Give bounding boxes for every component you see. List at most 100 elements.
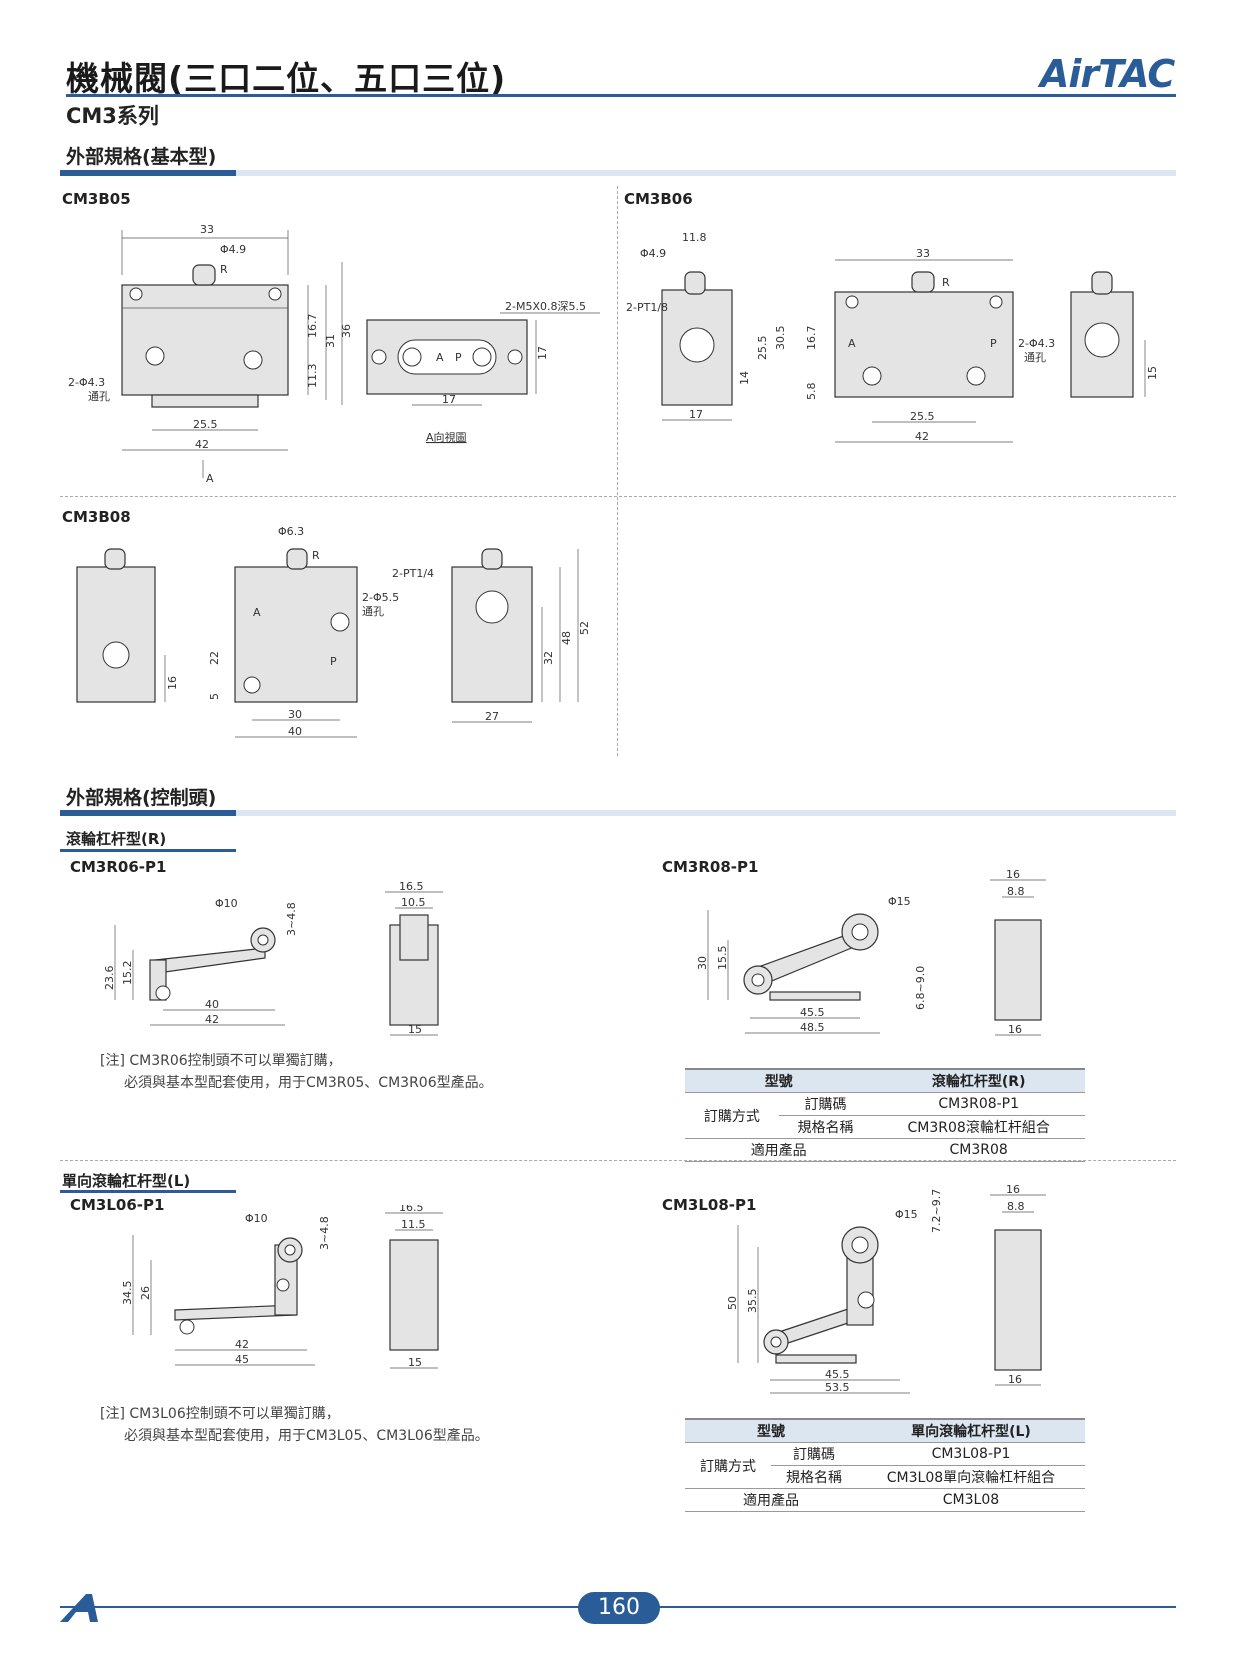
- svg-text:48: 48: [560, 631, 573, 645]
- cm3r06-note: [注] CM3R06控制頭不可以單獨訂購， 必須與基本型配套使用，用于CM3R0…: [100, 1053, 493, 1091]
- svg-text:Φ10: Φ10: [215, 897, 238, 910]
- airtac-a-icon: [60, 1594, 98, 1622]
- svg-text:P: P: [455, 351, 462, 364]
- svg-text:34.5: 34.5: [121, 1281, 134, 1306]
- page-title: 機械閥(三口二位、五口三位): [66, 59, 507, 98]
- divider-horizontal-2: [60, 1160, 1176, 1161]
- svg-text:50: 50: [726, 1296, 739, 1310]
- svg-text:45: 45: [235, 1353, 249, 1366]
- svg-text:45.5: 45.5: [825, 1368, 850, 1381]
- svg-text:Φ4.9: Φ4.9: [640, 247, 666, 260]
- svg-text:42: 42: [195, 438, 209, 451]
- svg-text:Φ15: Φ15: [895, 1208, 918, 1221]
- divider-vertical: [617, 186, 618, 756]
- subsection-oneway-lever: 單向滾輪杠杆型(L): [62, 1172, 191, 1190]
- svg-text:15: 15: [408, 1356, 422, 1369]
- dim-text: 33: [200, 223, 214, 236]
- svg-text:2-M5X0.8深5.5: 2-M5X0.8深5.5: [505, 300, 586, 313]
- cm3b05-plunger: [192, 264, 216, 286]
- svg-text:2-Φ5.5: 2-Φ5.5: [362, 591, 399, 604]
- svg-text:8.8: 8.8: [1007, 1200, 1025, 1213]
- svg-text:16.5: 16.5: [399, 1205, 424, 1214]
- svg-text:16: 16: [1008, 1023, 1022, 1036]
- svg-text:17: 17: [689, 408, 703, 421]
- svg-text:Φ10: Φ10: [245, 1212, 268, 1225]
- svg-text:36: 36: [340, 324, 353, 338]
- section-basic-title: 外部規格(基本型): [66, 146, 217, 168]
- svg-text:6.8~9.0: 6.8~9.0: [914, 966, 927, 1010]
- svg-text:23.6: 23.6: [103, 966, 116, 991]
- svg-text:R: R: [942, 276, 950, 289]
- svg-text:52: 52: [578, 621, 591, 635]
- svg-text:A: A: [436, 351, 444, 364]
- cm3l08-drawing: Φ15 7.2~9.7 50 35.5 45.5 53.5 16 8.8 16: [726, 1185, 1046, 1394]
- page-number: 160: [578, 1592, 660, 1624]
- svg-text:2-Φ4.3: 2-Φ4.3: [1018, 337, 1055, 350]
- model-cm3l08: CM3L08-P1: [662, 1196, 757, 1214]
- svg-text:5.8: 5.8: [805, 383, 818, 401]
- svg-text:14: 14: [738, 371, 751, 385]
- svg-text:16.5: 16.5: [399, 880, 424, 893]
- cm3b05-drawing: 33 Φ4.9 R 16.7 31 36 11.3 2-Φ4.3 通孔 25.5…: [68, 223, 600, 485]
- svg-text:17: 17: [536, 346, 549, 360]
- svg-text:30: 30: [288, 708, 302, 721]
- svg-text:16: 16: [1006, 1185, 1020, 1196]
- cm3l06-drawing: Φ10 3~4.8 34.5 26 42 45 16.5 11.5 15: [121, 1205, 443, 1369]
- svg-text:48.5: 48.5: [800, 1021, 825, 1034]
- model-cm3b05: CM3B05: [62, 190, 131, 208]
- section-control-title: 外部規格(控制頭): [66, 787, 217, 809]
- svg-text:通孔: 通孔: [362, 605, 384, 618]
- cm3b08-drawing: 16 Φ6.3 R 2-PT1/4 2-Φ5.5 通孔 A P 22 5 30 …: [76, 525, 591, 738]
- model-cm3r08: CM3R08-P1: [662, 858, 759, 876]
- cm3b05-body: [121, 284, 289, 396]
- svg-text:40: 40: [205, 998, 219, 1011]
- cm3b08-side-body: [76, 566, 156, 703]
- svg-text:通孔: 通孔: [1024, 351, 1046, 364]
- svg-text:16: 16: [1008, 1373, 1022, 1386]
- svg-text:31: 31: [324, 334, 337, 348]
- svg-text:A: A: [206, 472, 214, 485]
- svg-text:3~4.8: 3~4.8: [318, 1216, 331, 1250]
- title-rule: [66, 94, 1176, 97]
- svg-text:27: 27: [485, 710, 499, 723]
- svg-text:15: 15: [408, 1023, 422, 1036]
- svg-text:11.8: 11.8: [682, 231, 707, 244]
- svg-text:45.5: 45.5: [800, 1006, 825, 1019]
- model-cm3r06: CM3R06-P1: [70, 858, 167, 876]
- cm3r08-drawing: Φ15 30 15.5 6.8~9.0 45.5 48.5 16 8.8 16: [696, 870, 1046, 1036]
- svg-text:P: P: [990, 337, 997, 350]
- svg-text:5: 5: [208, 693, 221, 700]
- svg-text:15.5: 15.5: [716, 946, 729, 971]
- svg-text:通孔: 通孔: [88, 390, 110, 403]
- svg-text:25.5: 25.5: [910, 410, 935, 423]
- model-cm3b06: CM3B06: [624, 190, 693, 208]
- svg-text:25.5: 25.5: [756, 336, 769, 361]
- series-title: CM3系列: [66, 104, 159, 128]
- svg-text:42: 42: [235, 1338, 249, 1351]
- svg-text:16.7: 16.7: [306, 314, 319, 339]
- svg-text:2-PT1/8: 2-PT1/8: [626, 301, 668, 314]
- svg-text:17: 17: [442, 393, 456, 406]
- svg-text:3~4.8: 3~4.8: [285, 902, 298, 936]
- cm3b05-view-label: A向視圖: [426, 430, 467, 444]
- svg-text:53.5: 53.5: [825, 1381, 850, 1394]
- svg-text:16: 16: [1006, 870, 1020, 881]
- svg-text:Φ15: Φ15: [888, 895, 911, 908]
- svg-text:15.2: 15.2: [121, 961, 134, 986]
- svg-text:30.5: 30.5: [774, 326, 787, 351]
- cm3b06-drawing: Φ4.9 11.8 2-PT1/8 14 25.5 30.5 17 33 R 1…: [626, 231, 1159, 443]
- subsection-roller-bar: [60, 849, 236, 852]
- section-basic-bar: [60, 170, 1176, 176]
- svg-text:35.5: 35.5: [746, 1289, 759, 1314]
- model-cm3l06: CM3L06-P1: [70, 1196, 165, 1214]
- section-control-bar: [60, 810, 1176, 816]
- cm3b06-front-body: [834, 291, 1014, 398]
- model-cm3b08: CM3B08: [62, 508, 131, 526]
- svg-text:11.3: 11.3: [306, 364, 319, 389]
- cm3l06-note: [注] CM3L06控制頭不可以單獨訂購， 必須與基本型配套使用，用于CM3L0…: [100, 1406, 489, 1444]
- svg-text:11.5: 11.5: [401, 1218, 426, 1231]
- svg-text:32: 32: [542, 651, 555, 665]
- svg-text:Φ4.9: Φ4.9: [220, 243, 246, 256]
